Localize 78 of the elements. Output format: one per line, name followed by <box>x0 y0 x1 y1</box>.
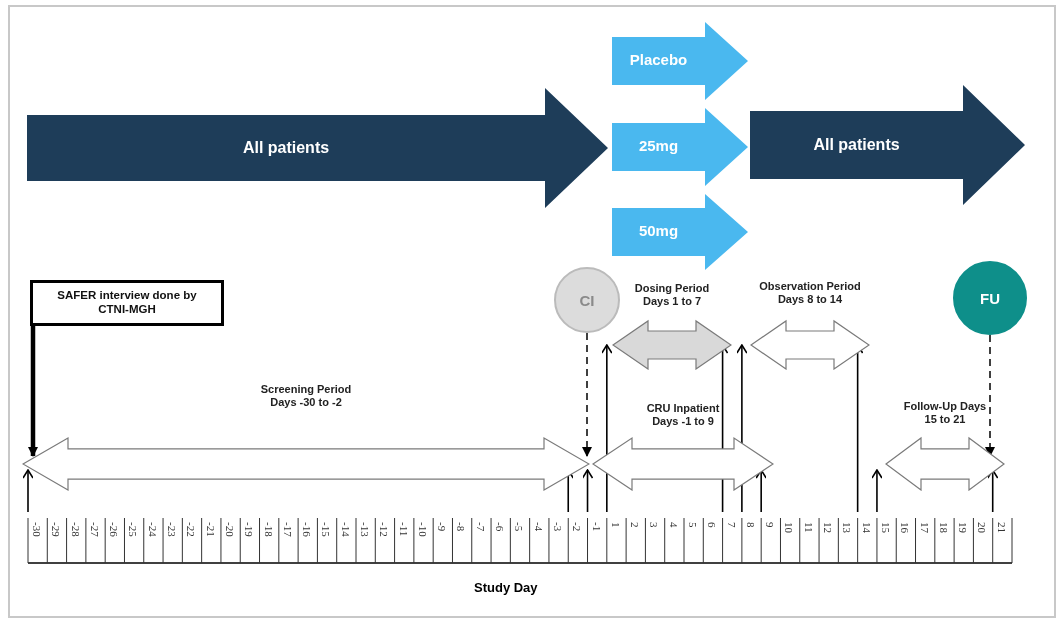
node-label: FU <box>979 290 1001 308</box>
node-label: CI <box>578 292 596 310</box>
node-label: Screening Period Days -30 to -2 <box>259 383 353 410</box>
period-span <box>612 282 732 370</box>
tick-label: -23 <box>166 522 179 537</box>
tick-label: -9 <box>436 522 449 532</box>
tick-label: -28 <box>69 522 82 537</box>
period-span <box>22 383 590 491</box>
arm-banner <box>612 194 748 270</box>
arm-banner <box>612 108 748 186</box>
tick-label: -3 <box>551 522 564 532</box>
node-label: Observation Period Days 8 to 14 <box>758 280 862 307</box>
tick-label: 1 <box>609 522 622 528</box>
tick-label: 20 <box>976 522 989 533</box>
tick-label: -30 <box>31 522 43 537</box>
period-span <box>750 280 870 370</box>
tick-label: -10 <box>416 522 429 537</box>
tick-label: 18 <box>937 522 950 533</box>
tick-label: -1 <box>590 522 603 532</box>
tick-label: -13 <box>359 522 371 537</box>
arm-banner <box>750 85 1025 205</box>
tick-label: -20 <box>223 522 236 537</box>
tick-label: -17 <box>281 522 294 537</box>
tick-label: 13 <box>841 522 854 533</box>
node-label: Follow-Up Days 15 to 21 <box>903 400 987 427</box>
tick-label: 14 <box>860 522 873 533</box>
tick-label: -5 <box>513 522 526 532</box>
node-label: Dosing Period Days 1 to 7 <box>633 282 711 309</box>
tick-label: 9 <box>764 522 777 528</box>
tick-label: -14 <box>339 522 352 537</box>
tick-label: -15 <box>320 522 333 537</box>
tick-label: -12 <box>378 522 391 537</box>
node-label: All patients <box>241 138 331 158</box>
tick-label: 7 <box>725 522 738 528</box>
tick-label: -24 <box>146 522 159 537</box>
arrow <box>582 332 592 457</box>
node-label: CRU Inpatient Days -1 to 9 <box>645 402 721 429</box>
tick-label: -26 <box>108 522 121 537</box>
tick-label: -7 <box>474 522 487 532</box>
tick-label: 16 <box>899 522 912 533</box>
node-label: All patients <box>812 135 901 155</box>
tick-label: -2 <box>571 522 584 532</box>
tick-label: 11 <box>802 522 815 533</box>
tick-label: 17 <box>918 522 931 533</box>
node-label: 50mg <box>637 222 680 240</box>
node-label: Placebo <box>628 51 689 69</box>
tick-label: 3 <box>648 522 661 528</box>
tick-label: -25 <box>127 522 140 537</box>
tick-label: 4 <box>667 522 680 528</box>
tick-label: -11 <box>397 522 410 537</box>
period-span <box>592 402 774 491</box>
arm-banner <box>27 88 608 208</box>
tick-label: -8 <box>455 522 468 532</box>
tick-label: -16 <box>301 522 314 537</box>
period-span <box>885 400 1005 491</box>
tick-label: 10 <box>783 522 796 533</box>
arm-banner <box>612 22 748 100</box>
tick-label: 19 <box>957 522 970 533</box>
tick-label: -22 <box>185 522 198 537</box>
tick-label: -21 <box>204 522 217 537</box>
tick-label: -6 <box>494 522 507 532</box>
tick-label: 12 <box>822 522 835 533</box>
tick-label: 21 <box>995 522 1008 533</box>
axis-title: Study Day <box>474 580 538 595</box>
tick-label: -4 <box>532 522 545 532</box>
tick-label: 15 <box>879 522 892 533</box>
note-box <box>30 280 224 326</box>
node-label: 25mg <box>637 137 680 155</box>
tick-label: 8 <box>744 522 757 528</box>
tick-label: -18 <box>262 522 275 537</box>
tick-label: 6 <box>706 522 719 528</box>
tick-label: -27 <box>88 522 101 537</box>
tick-label: -19 <box>243 522 256 537</box>
node-label: SAFER interview done by CTNI-MGH <box>56 289 198 317</box>
tick-label: 2 <box>629 522 642 528</box>
tick-label: -29 <box>50 522 63 537</box>
tick-label: 5 <box>687 522 699 528</box>
arrow <box>28 326 38 457</box>
